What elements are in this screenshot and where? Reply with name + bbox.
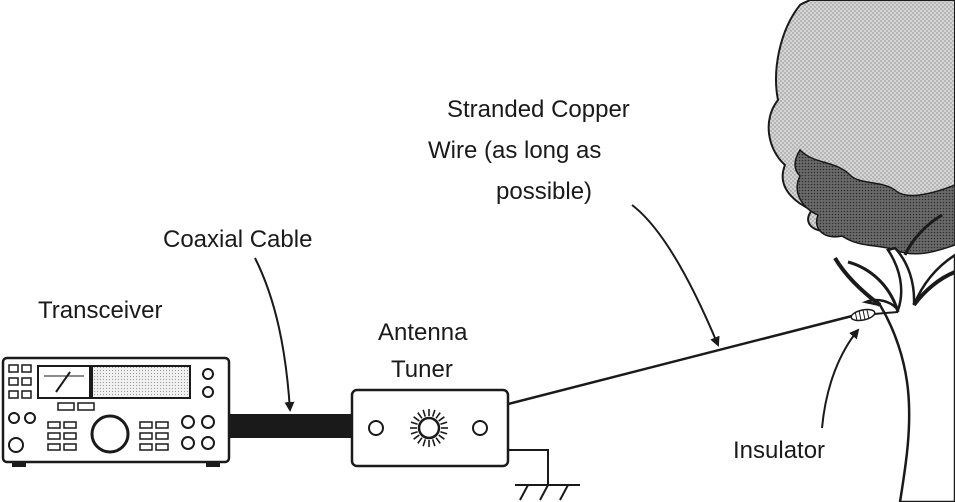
- signal-meter: [37, 365, 91, 399]
- antenna-tuner: [350, 388, 510, 468]
- tuner-dial: [417, 416, 441, 440]
- transceiver-button: [8, 377, 19, 386]
- tuner-dial-tick: [422, 439, 427, 447]
- transceiver-foot-left: [12, 462, 26, 467]
- wire-callout-arrow: [631, 204, 720, 347]
- wire-label-line2: Wire (as long as: [428, 137, 601, 164]
- power-knob: [8, 437, 24, 453]
- tuner-dial-tick: [417, 412, 423, 419]
- transceiver-knob: [202, 368, 214, 380]
- transceiver-knob: [201, 436, 215, 450]
- tuner-dial-tick: [422, 409, 427, 417]
- left-keypad: [47, 421, 77, 451]
- insulator: [850, 308, 876, 322]
- tuner-dial-tick: [410, 430, 418, 435]
- tuner-label-line2: Tuner: [391, 356, 453, 383]
- tree-branch-right: [912, 270, 955, 307]
- transceiver-button: [21, 364, 32, 373]
- tuner-right-jack: [472, 420, 488, 436]
- tuner-dial-tick: [410, 421, 418, 426]
- meter-needle: [55, 371, 71, 393]
- transceiver-knob: [181, 436, 195, 450]
- tuner-dial-ticks: [410, 409, 448, 447]
- transceiver-knob: [24, 412, 36, 424]
- tuner-dial-tick: [413, 416, 420, 422]
- transceiver-knob: [202, 386, 214, 398]
- tuner-dial-tick: [431, 439, 436, 447]
- transceiver-button: [21, 390, 32, 399]
- transceiver: [1, 356, 231, 467]
- tree: [767, 0, 955, 502]
- transceiver-label: Transceiver: [38, 297, 162, 324]
- tuner-dial-tick: [440, 430, 448, 435]
- transceiver-button: [57, 402, 75, 411]
- ground-symbol: [508, 449, 580, 501]
- tree-trunk: [861, 246, 955, 502]
- tuner-dial-tick: [417, 437, 423, 444]
- tree-branch-upper: [903, 213, 943, 256]
- wire-label-line3: possible): [496, 178, 592, 205]
- insulator-callout-arrow: [821, 328, 860, 429]
- coax-label: Coaxial Cable: [163, 226, 312, 253]
- insulator-label: Insulator: [733, 437, 825, 464]
- tuner-dial-tick: [435, 437, 441, 444]
- wire-label-line1: Stranded Copper: [447, 96, 630, 123]
- transceiver-button: [8, 364, 19, 373]
- tree-branch-mid: [847, 260, 900, 313]
- transceiver-button: [21, 377, 32, 386]
- tuner-label-line1: Antenna: [378, 319, 468, 346]
- coaxial-cable: [228, 414, 354, 438]
- tuner-dial-tick: [438, 434, 445, 440]
- transceiver-knob: [8, 412, 20, 424]
- coax-callout-arrow: [254, 257, 295, 412]
- tree-branch-left: [833, 256, 882, 307]
- frequency-display: [91, 365, 191, 399]
- transceiver-knob: [181, 415, 195, 429]
- tuner-dial-tick: [440, 421, 448, 426]
- tuning-dial: [90, 414, 130, 454]
- tuner-left-jack: [368, 420, 384, 436]
- tuner-dial-tick: [435, 412, 441, 419]
- insulator-tie: [873, 311, 899, 315]
- transceiver-knob: [201, 415, 215, 429]
- tuner-dial-tick: [413, 434, 420, 440]
- right-keypad: [139, 421, 169, 451]
- transceiver-foot-right: [206, 462, 220, 467]
- tuner-dial-tick: [431, 409, 436, 417]
- tuner-dial-tick: [438, 416, 445, 422]
- transceiver-button: [8, 390, 19, 399]
- antenna-wire: [507, 314, 853, 406]
- transceiver-button: [77, 402, 95, 411]
